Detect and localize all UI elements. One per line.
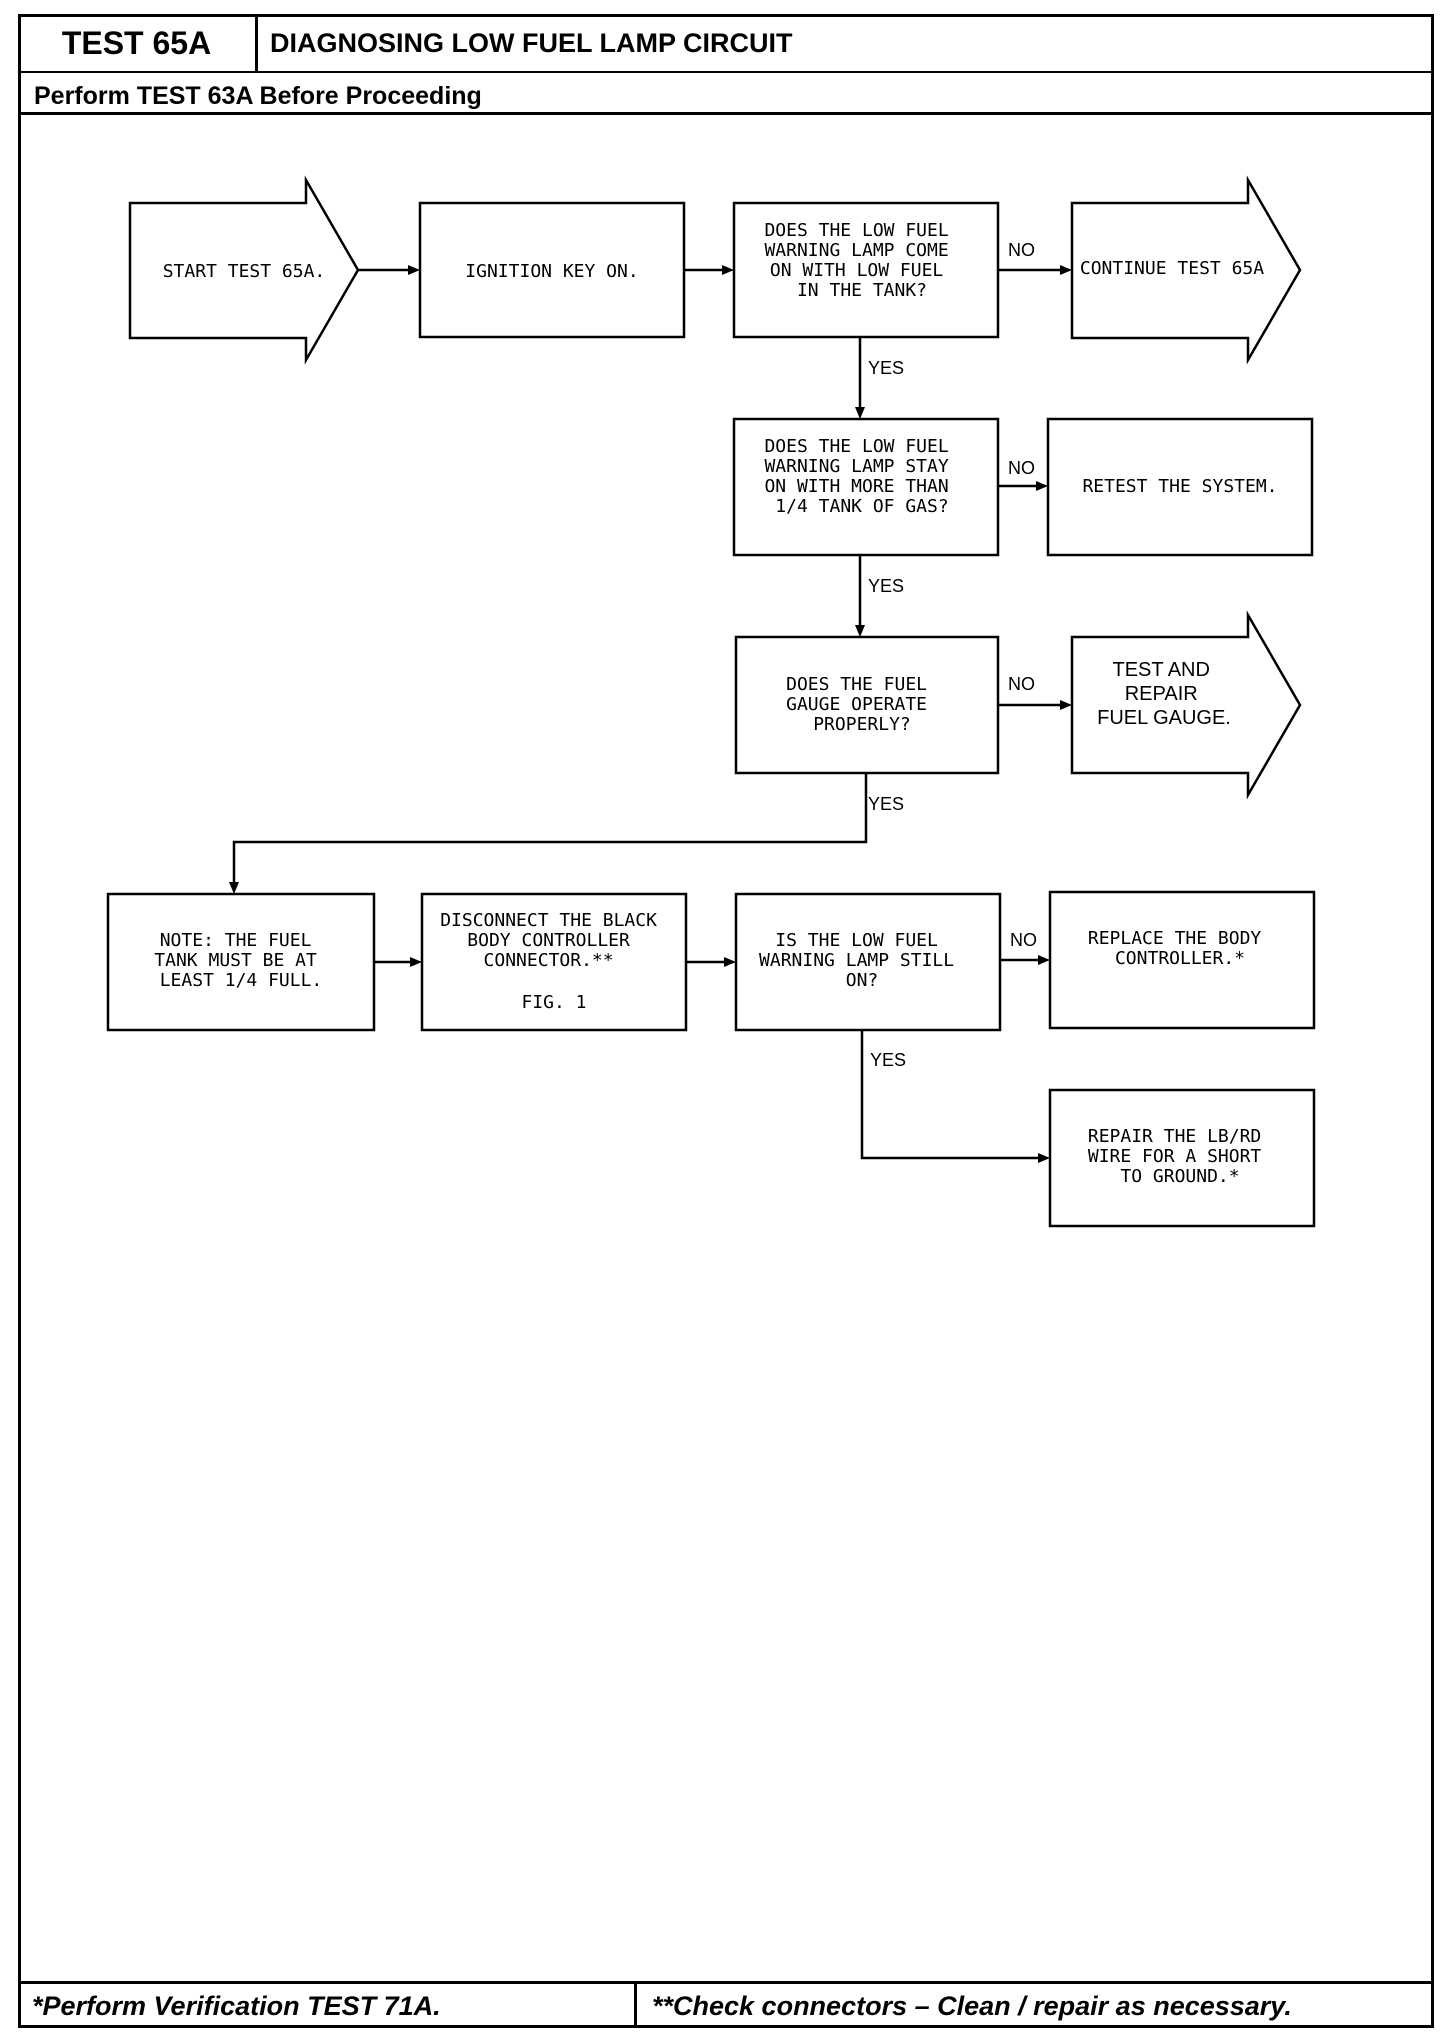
prerequisite-row (18, 73, 1434, 115)
replace-text: REPLACE THE BODY CONTROLLER.* (1088, 928, 1272, 969)
footer-verification-note: *Perform Verification TEST 71A. (32, 1991, 441, 2021)
test-repair-text: TEST AND REPAIR FUEL GAUGE. (1097, 659, 1231, 729)
test-repair-node (1070, 610, 1302, 800)
yes-label-4: YES (870, 1050, 906, 1070)
disconnect-text: DISCONNECT THE BLACK BODY CONTROLLER CON… (440, 910, 668, 1013)
question-4-text: IS THE LOW FUEL WARNING LAMP STILL ON? (759, 930, 965, 991)
start-text: START TEST 65A. (163, 261, 326, 282)
no-label-3: NO (1008, 674, 1035, 694)
yes-label-3: YES (868, 794, 904, 814)
page-title: DIAGNOSING LOW FUEL LAMP CIRCUIT (270, 28, 793, 58)
no-label-1: NO (1008, 240, 1035, 260)
repair-wire-node (1048, 1088, 1316, 1228)
question-3-text: DOES THE FUEL GAUGE OPERATE PROPERLY? (786, 674, 938, 735)
continue-text: CONTINUE TEST 65A (1080, 258, 1264, 279)
ignition-text: IGNITION KEY ON. (465, 261, 638, 282)
yes-label-2: YES (868, 576, 904, 596)
retest-node (1046, 417, 1314, 557)
note-text: NOTE: THE FUEL TANK MUST BE AT LEAST 1/4… (154, 930, 327, 991)
start-node (128, 175, 360, 365)
continue-node (1070, 175, 1302, 365)
question-1-text: DOES THE LOW FUEL WARNING LAMP COME ON W… (764, 220, 959, 301)
header-row (18, 14, 1434, 73)
no-label-4: NO (1010, 930, 1037, 950)
question-2-text: DOES THE LOW FUEL WARNING LAMP STAY ON W… (764, 436, 959, 517)
yes-label-1: YES (868, 358, 904, 378)
branch-labels: NO YES NO YES NO YES NO YES (868, 240, 1037, 1070)
footer-row (18, 1981, 1434, 2028)
retest-text: RETEST THE SYSTEM. (1082, 476, 1277, 497)
repair-wire-text: REPAIR THE LB/RD WIRE FOR A SHORT TO GRO… (1088, 1126, 1272, 1187)
question-4-node (734, 892, 1002, 1032)
question-2-node (732, 417, 1000, 557)
footer-divider (634, 1981, 637, 2028)
replace-node (1048, 890, 1316, 1030)
page-frame (18, 14, 1434, 2028)
test-id: TEST 65A (18, 14, 258, 73)
no-label-2: NO (1008, 458, 1035, 478)
prerequisite-note: Perform TEST 63A Before Proceeding (34, 82, 482, 110)
note-node (106, 892, 376, 1032)
footer-connector-note: **Check connectors – Clean / repair as n… (652, 1991, 1292, 2021)
disconnect-node (420, 892, 688, 1032)
connectors (229, 265, 1072, 1163)
